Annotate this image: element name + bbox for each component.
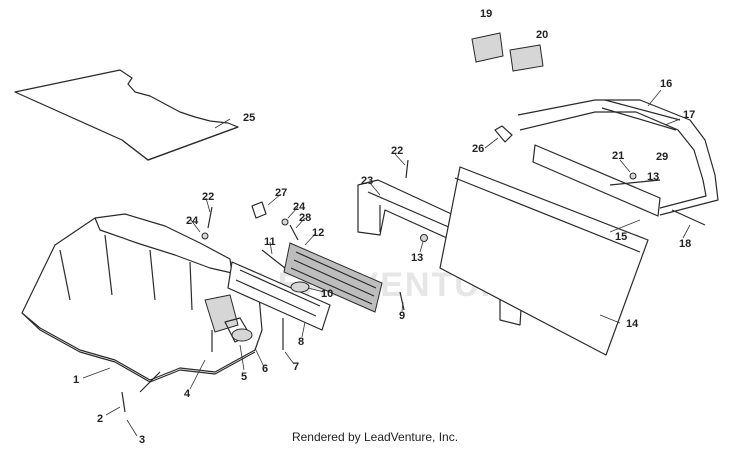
part-13-bracket-right	[609, 179, 661, 186]
callout-24-right: 24	[293, 201, 306, 213]
callout-17: 17	[683, 109, 695, 121]
callout-6: 6	[262, 363, 268, 375]
part-9-bolt	[399, 291, 405, 311]
footer-credit: Rendered by LeadVenture, Inc.	[291, 430, 459, 444]
part-16-rail	[517, 99, 719, 216]
callout-16: 16	[660, 78, 672, 90]
callout-19: 19	[480, 8, 492, 20]
part-13-nut-center	[420, 234, 428, 242]
callout-28: 28	[299, 212, 311, 224]
callout-8: 8	[298, 336, 304, 348]
part-5-6-latch	[231, 328, 253, 342]
part-22-screw-left	[207, 206, 213, 229]
part-12-grille	[283, 242, 383, 313]
callout-27: 27	[275, 187, 287, 199]
callout-10: 10	[321, 288, 333, 300]
part-15-cross-member	[532, 144, 661, 217]
callout-1: 1	[73, 374, 79, 386]
callout-15: 15	[615, 231, 627, 243]
callout-3: 3	[139, 434, 145, 446]
callout-21: 21	[612, 150, 624, 162]
callout-11: 11	[264, 236, 276, 248]
callout-22-left: 22	[202, 191, 214, 203]
callout-23: 23	[361, 175, 373, 187]
callout-2: 2	[97, 413, 103, 425]
callout-20: 20	[536, 29, 548, 41]
callout-29: 29	[656, 151, 668, 163]
callout-14: 14	[626, 318, 639, 330]
callout-7: 7	[293, 361, 299, 373]
callout-24-left: 24	[186, 215, 199, 227]
part-22-screw-right	[405, 159, 409, 179]
part-19-decal	[471, 32, 504, 63]
part-1-hood-body	[21, 213, 263, 383]
part-27-bracket	[251, 201, 267, 219]
leader-lines	[82, 89, 691, 437]
part-20-decal	[509, 44, 544, 72]
part-2-3-fasteners	[121, 371, 161, 413]
callout-22-right: 22	[391, 145, 403, 157]
part-14-rear-panel	[439, 166, 649, 356]
part-26-clip	[494, 125, 513, 143]
callout-13-center: 13	[411, 252, 423, 264]
callout-12: 12	[312, 227, 324, 239]
callout-4: 4	[184, 388, 191, 400]
callout-13-right: 13	[647, 171, 659, 183]
part-21-bolt	[629, 172, 637, 180]
part-10-knob	[290, 281, 310, 293]
part-25-floor-panel	[14, 69, 239, 161]
callout-labels: 25 1 2 3 4 5 6 7 8 9 10 11 12 13 13 14 1…	[73, 8, 695, 446]
callout-5: 5	[241, 371, 247, 383]
callout-18: 18	[679, 238, 691, 250]
part-28-clip	[289, 224, 299, 241]
callout-26: 26	[472, 143, 484, 155]
part-17-trim	[601, 99, 681, 131]
part-24-nut-left	[201, 232, 209, 240]
callout-9: 9	[399, 310, 405, 322]
part-18-pin	[671, 209, 706, 226]
callout-25: 25	[243, 112, 255, 124]
part-24-nut-right	[281, 218, 289, 226]
